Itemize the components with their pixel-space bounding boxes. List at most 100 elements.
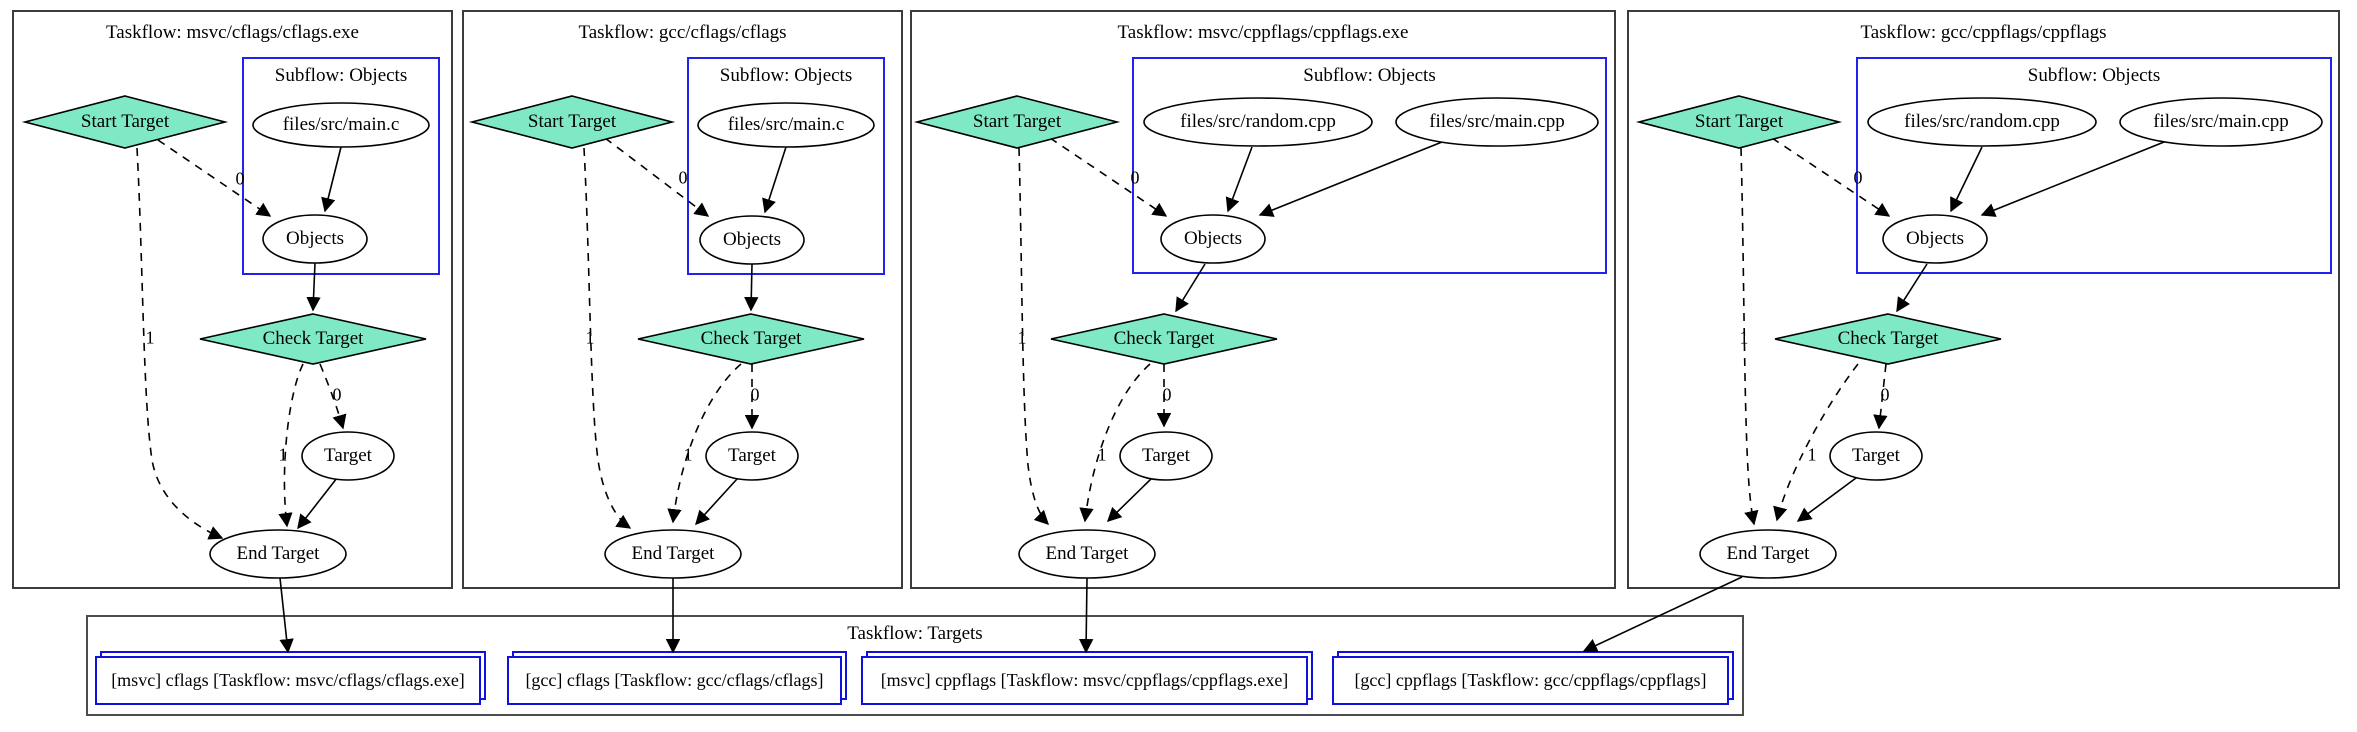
edge-c4-check-end — [1773, 363, 1859, 522]
objects-node[interactable] — [699, 215, 805, 265]
check-target-diamond[interactable] — [199, 313, 427, 365]
edge-c1-target-end — [297, 477, 338, 530]
edge-label-1: 1 — [145, 327, 155, 348]
check-target-diamond[interactable] — [1050, 313, 1278, 365]
edge-c4-start-objects — [1771, 137, 1891, 217]
start-target-diamond[interactable] — [468, 95, 676, 149]
start-target-label: Start Target — [1694, 111, 1784, 132]
check-target-diamond[interactable] — [1774, 313, 2002, 365]
target-node[interactable] — [1829, 431, 1923, 481]
cluster-title: Taskflow: gcc/cppflags/cppflags — [1860, 22, 2107, 43]
edge-label-1: 1 — [278, 444, 288, 465]
source-file-node[interactable] — [1143, 97, 1373, 147]
end-target-node[interactable] — [209, 529, 347, 579]
edge-c4-start-end — [1740, 147, 1759, 526]
subflow-title: Subflow: Objects — [2027, 65, 2161, 86]
target-box-gcc-cppflags[interactable]: [gcc] cppflags [Taskflow: gcc/cppflags/c… — [1332, 656, 1729, 705]
edge-c3-check-end — [1079, 363, 1151, 523]
objects-node[interactable] — [1160, 214, 1266, 264]
edge-c4-objects-check — [1896, 263, 1928, 313]
edge-c3-start-end — [1018, 147, 1050, 526]
target-box-label: [gcc] cflags [Taskflow: gcc/cflags/cflag… — [525, 670, 824, 690]
objects-label: Objects — [1183, 228, 1243, 249]
target-node[interactable] — [1119, 431, 1213, 481]
edge-label-1: 1 — [1017, 327, 1027, 348]
edge-label-0: 0 — [678, 167, 688, 188]
end-target-label: End Target — [236, 543, 320, 564]
target-node[interactable] — [301, 431, 395, 481]
subflow-title: Subflow: Objects — [274, 65, 408, 86]
edge-label-0: 0 — [332, 384, 342, 405]
source-file-node[interactable] — [1867, 97, 2097, 147]
target-box-gcc-cflags[interactable]: [gcc] cflags [Taskflow: gcc/cflags/cflag… — [507, 656, 842, 705]
source-file-label: files/src/main.c — [727, 114, 845, 135]
end-target-label: End Target — [1726, 543, 1810, 564]
end-target-node[interactable] — [1699, 529, 1837, 579]
cluster-msvc-cppflags: Taskflow: msvc/cppflags/cppflags.exe — [910, 10, 1616, 589]
target-node[interactable] — [705, 431, 799, 481]
objects-node[interactable] — [1882, 214, 1988, 264]
source-file-node[interactable] — [697, 102, 875, 148]
source-file-node[interactable] — [1395, 97, 1599, 147]
edge-label-0: 0 — [1880, 384, 1890, 405]
edge-label-0: 0 — [1162, 384, 1172, 405]
source-file-label: files/src/random.cpp — [1904, 111, 2060, 132]
subflow-objects-3: Subflow: Objects — [1132, 57, 1607, 274]
start-target-diamond[interactable] — [21, 95, 229, 149]
check-target-label: Check Target — [1837, 328, 1939, 349]
edge-c3-start-objects — [1049, 137, 1168, 217]
cluster-gcc-cflags: Taskflow: gcc/cflags/cflags — [462, 10, 903, 589]
subflow-title: Subflow: Objects — [719, 65, 853, 86]
edge-c4-check-target — [1873, 363, 1888, 430]
edge-label-0: 0 — [1853, 167, 1863, 188]
end-target-node[interactable] — [604, 529, 742, 579]
edge-c3-main-objects — [1258, 141, 1443, 217]
edge-c2-start-objects — [604, 137, 710, 217]
subflow-objects-4: Subflow: Objects — [1856, 57, 2332, 274]
edge-c2-start-end — [583, 147, 632, 529]
cluster-title: Taskflow: msvc/cppflags/cppflags.exe — [1117, 22, 1409, 43]
start-target-label: Start Target — [972, 111, 1062, 132]
edge-label-0: 0 — [1130, 167, 1140, 188]
cluster-title: Taskflow: gcc/cflags/cflags — [578, 22, 787, 43]
edge-c2-check-end — [667, 363, 742, 524]
end-target-label: End Target — [631, 543, 715, 564]
edge-c1-main-objects — [321, 146, 342, 213]
check-target-label: Check Target — [1113, 328, 1215, 349]
target-box-msvc-cflags[interactable]: [msvc] cflags [Taskflow: msvc/cflags/cfl… — [95, 656, 481, 705]
edge-label-1: 1 — [585, 327, 595, 348]
objects-node[interactable] — [262, 214, 368, 264]
edge-label-1: 1 — [1097, 444, 1107, 465]
end-target-node[interactable] — [1018, 529, 1156, 579]
edge-c1-start-objects — [157, 139, 272, 217]
target-box-label: [msvc] cppflags [Taskflow: msvc/cppflags… — [880, 670, 1289, 690]
end-target-label: End Target — [1045, 543, 1129, 564]
edge-c1-objects-check — [306, 262, 321, 312]
objects-label: Objects — [722, 229, 782, 250]
target-label: Target — [1852, 445, 1900, 466]
source-file-label: files/src/main.cpp — [2153, 111, 2289, 132]
start-target-diamond[interactable] — [1635, 95, 1843, 149]
source-file-node[interactable] — [252, 102, 430, 148]
check-target-diamond[interactable] — [637, 313, 865, 365]
start-target-diamond[interactable] — [913, 95, 1121, 149]
target-box-msvc-cppflags[interactable]: [msvc] cppflags [Taskflow: msvc/cppflags… — [861, 656, 1308, 705]
check-target-label: Check Target — [700, 328, 802, 349]
source-file-node[interactable] — [2119, 97, 2323, 147]
edge-c4-target-end — [1796, 477, 1857, 522]
objects-label: Objects — [1905, 228, 1965, 249]
edge-c1-check-target — [319, 363, 347, 430]
start-target-label: Start Target — [80, 111, 170, 132]
cluster-msvc-cflags: Taskflow: msvc/cflags/cflags.exe — [12, 10, 453, 589]
edge-c3-target-end — [1106, 477, 1153, 523]
cluster-gcc-cppflags: Taskflow: gcc/cppflags/cppflags — [1627, 10, 2340, 589]
edge-label-1: 1 — [683, 444, 693, 465]
subflow-title: Subflow: Objects — [1303, 65, 1436, 86]
edge-label-1: 1 — [1739, 327, 1749, 348]
edge-label-0: 0 — [235, 168, 245, 189]
target-label: Target — [324, 445, 372, 466]
edge-c1-end-targetbox — [279, 577, 294, 654]
subflow-objects-2: Subflow: Objects — [687, 57, 885, 275]
